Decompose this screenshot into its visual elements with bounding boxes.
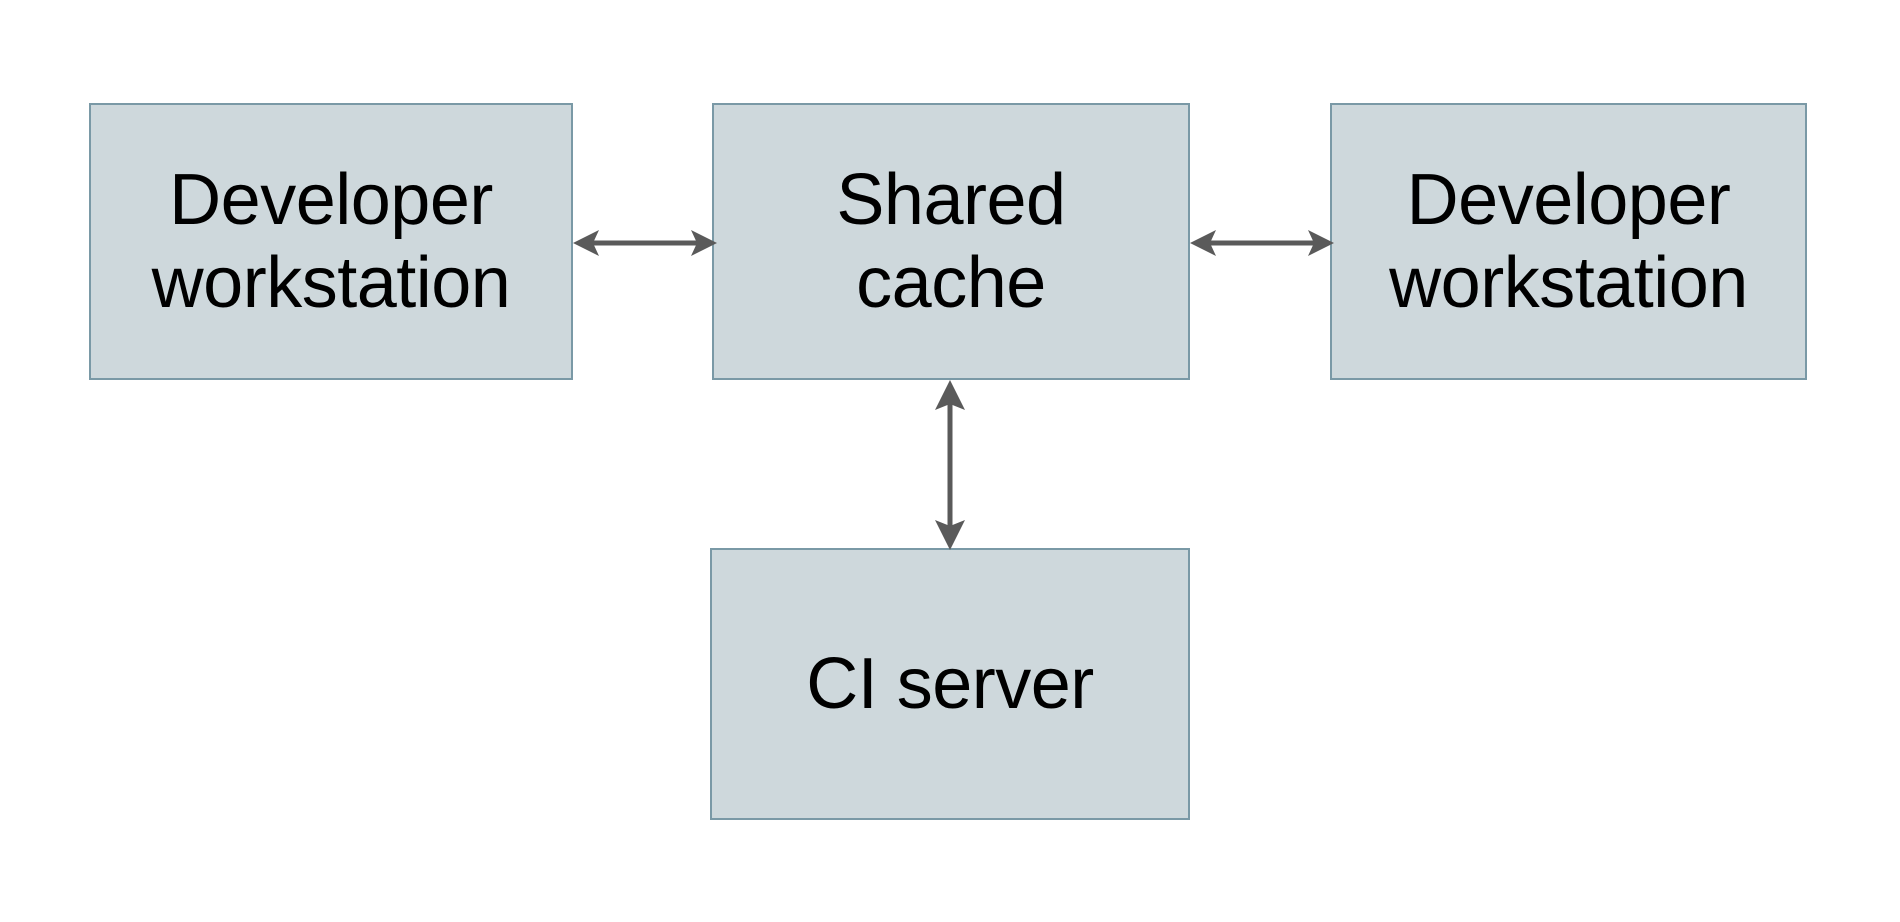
node-label: Shared cache (836, 159, 1066, 323)
edge-shared-cache-to-ci-server[interactable] (920, 376, 980, 554)
node-developer-workstation-right[interactable]: Developer workstation (1330, 103, 1807, 380)
node-shared-cache[interactable]: Shared cache (712, 103, 1190, 380)
double-headed-arrow-icon (1190, 230, 1334, 256)
node-developer-workstation-left[interactable]: Developer workstation (89, 103, 573, 380)
node-label: CI server (806, 643, 1094, 724)
double-headed-arrow-icon (573, 230, 717, 256)
node-label: Developer workstation (151, 159, 511, 323)
edge-developer-workstation-left-to-shared-cache[interactable] (569, 213, 721, 273)
edge-shared-cache-to-developer-workstation-right[interactable] (1186, 213, 1338, 273)
node-label: Developer workstation (1389, 159, 1748, 323)
double-headed-arrow-icon (935, 380, 965, 550)
node-ci-server[interactable]: CI server (710, 548, 1190, 820)
